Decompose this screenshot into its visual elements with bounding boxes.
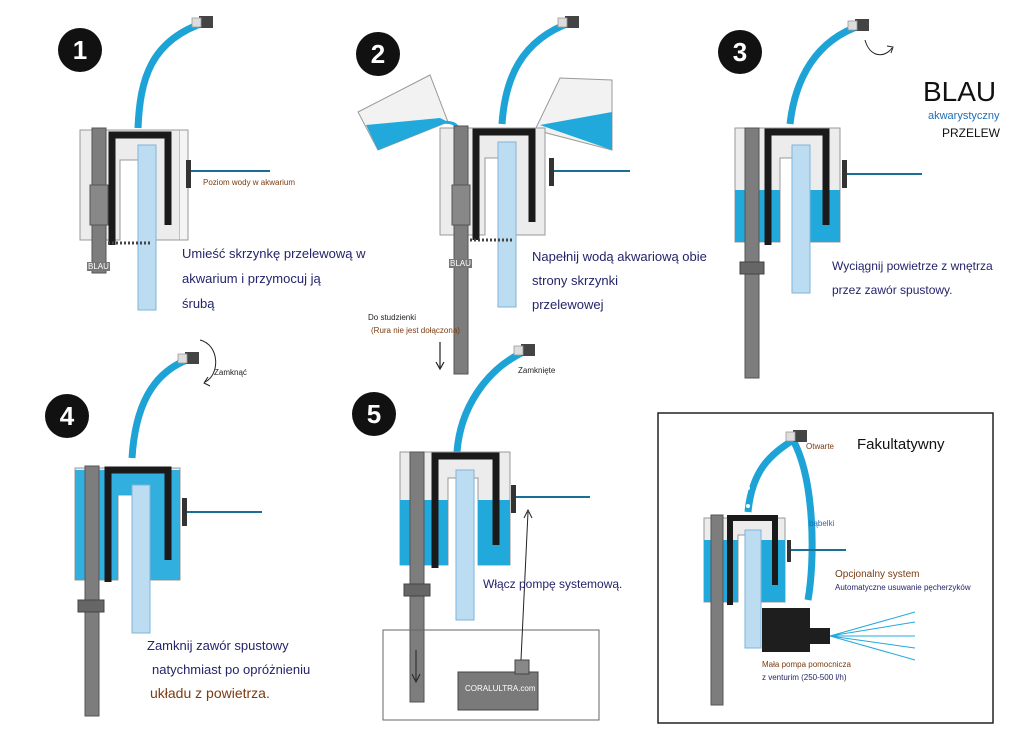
valve-icon [785,429,808,443]
step-2-caption-line-2: strony skrzynki [532,273,618,288]
up-arrow-icon [520,511,529,661]
step-5-diagram [382,343,600,721]
hose [134,18,208,129]
standpipe [137,144,157,311]
step-1-diagram [79,15,270,311]
step-2-caption-line-3: przelewowej [532,297,604,312]
valve-icon [191,15,214,29]
pump [457,671,539,711]
step-4-caption-line-3: układu z powietrza. [150,685,270,701]
optional-panel [657,412,994,724]
brand-product: PRZELEW [942,126,1001,140]
bubbles-label: bąbelki [809,519,835,528]
step-4-caption-line-1: Zamknij zawór spustowy [147,638,289,653]
box-tag: BLAU [449,259,472,268]
pump-brand: CORALULTRA.com [465,684,536,693]
curved-arrow-icon [864,39,893,56]
u-tube [108,131,172,245]
valve-icon [177,351,200,365]
optional-system-title: Opcjonalny system [835,569,920,580]
step-3-caption-line-2: przez zawór spustowy. [832,283,953,297]
hose [498,18,574,125]
aux-pump-title: Mała pompa pomocnicza [762,660,851,669]
venturi-spray [829,611,916,661]
sump-box [382,629,600,721]
close-label: Zamknąć [214,368,247,377]
valve-icon [847,18,870,32]
valve-icon [513,343,536,357]
brand-subtitle: akwarystyczny [928,110,1000,122]
open-label: Otwarte [806,442,835,451]
optional-system-desc: Automatyczne usuwanie pęcherzyków [835,583,971,592]
closed-label: Zamknięte [518,366,556,375]
step-4-caption-line-2: natychmiast po opróżnieniu [152,662,311,677]
step-1-caption-line-1: Umieść skrzynkę przelewową w [182,246,366,261]
drain-pipe [453,125,469,375]
step-1-caption-line-3: śrubą [182,296,215,311]
step-4-diagram [74,339,262,717]
valve-icon [557,15,580,29]
step-3-caption-line-1: Wyciągnij powietrze z wnętrza [832,259,993,273]
step-5-caption: Włącz pompę systemową. [483,577,623,591]
auxiliary-pump [762,608,810,652]
u-tube [472,128,536,240]
box-tag: BLAU [87,262,110,271]
step-1-caption-line-2: akwarium i przymocuj ją [182,271,321,286]
step-1-number: 1 [58,28,102,72]
optional-title: Fakultatywny [857,436,945,453]
step-3-number: 3 [718,30,762,74]
standpipe [497,141,517,308]
water-level-label: Poziom wody w akwarium [203,178,296,187]
step-2-diagram [357,15,630,375]
rotate-arrow-icon [199,339,217,383]
step-3-diagram [734,18,922,379]
step-2-number: 2 [356,32,400,76]
pipe-note: (Rura nie jest dołączona) [371,326,460,335]
aux-pump-desc: z venturim (250-500 l/h) [762,673,847,682]
optional-diagram [703,429,916,706]
drain-label: Do studzienki [368,313,417,322]
step-2-caption-line-1: Napełnij wodą akwariową obie [532,249,707,264]
brand-name: BLAU [923,76,997,107]
hose [786,21,864,125]
step-4-number: 4 [45,394,89,438]
step-5-number: 5 [352,392,396,436]
